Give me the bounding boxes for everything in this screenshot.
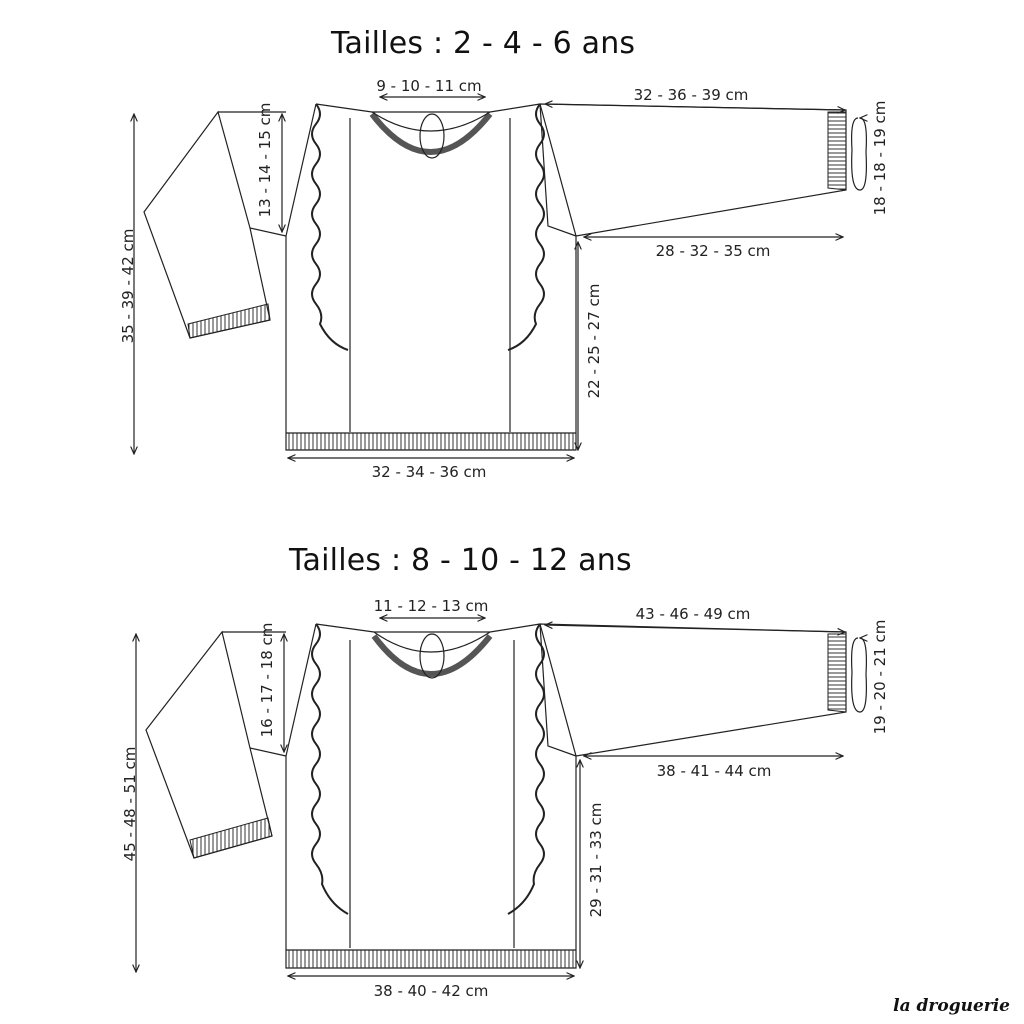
right-ruffle [507, 103, 545, 351]
cuff-circumference-arrow [851, 638, 867, 713]
diagram-title-small: Tailles : 2 - 4 - 6 ans [331, 26, 636, 61]
cuff-circumference-arrow [851, 118, 867, 191]
neck-width-label: 11 - 12 - 13 cm [373, 597, 489, 615]
right-sleeve [539, 103, 847, 237]
cuff-width-label: 19 - 20 - 21 cm [871, 619, 889, 735]
cuff-width-label: 18 - 18 - 19 cm [871, 100, 889, 216]
sweater-large-sizes [136, 618, 866, 976]
total-length-label: 45 - 48 - 51 cm [121, 746, 139, 862]
sleeve-length-top-label: 43 - 46 - 49 cm [635, 605, 751, 623]
diagram-title-large: Tailles : 8 - 10 - 12 ans [289, 543, 632, 578]
sleeve-length-bottom-label: 38 - 41 - 44 cm [656, 762, 772, 780]
body-outline [285, 623, 577, 969]
brand-logo: la droguerie [893, 996, 1010, 1016]
sweater-small-sizes [134, 97, 866, 458]
hem-ribbing [287, 950, 575, 968]
body-length-label: 29 - 31 - 33 cm [587, 802, 605, 918]
body-length-label: 22 - 25 - 27 cm [585, 283, 603, 399]
body-width-label: 38 - 40 - 42 cm [373, 982, 489, 1000]
neck-collar [369, 112, 493, 155]
body-outline [285, 103, 577, 451]
armhole-depth-label: 13 - 14 - 15 cm [256, 102, 274, 218]
hem-ribbing [287, 433, 575, 450]
body-width-label: 32 - 34 - 36 cm [371, 463, 487, 481]
neck-width-label: 9 - 10 - 11 cm [376, 77, 482, 95]
left-cuff [189, 817, 273, 859]
right-ruffle [507, 623, 545, 915]
sleeve-length-top-label: 32 - 36 - 39 cm [633, 86, 749, 104]
armhole-depth-label: 16 - 17 - 18 cm [258, 622, 276, 738]
right-cuff [827, 111, 847, 191]
neck-collar [371, 634, 493, 677]
right-sleeve [539, 623, 847, 757]
total-length-label: 35 - 39 - 42 cm [119, 228, 137, 344]
right-cuff [827, 633, 847, 713]
left-ruffle [311, 623, 349, 915]
left-cuff [187, 303, 271, 339]
sleeve-length-bottom-label: 28 - 32 - 35 cm [655, 242, 771, 260]
left-ruffle [311, 103, 349, 351]
